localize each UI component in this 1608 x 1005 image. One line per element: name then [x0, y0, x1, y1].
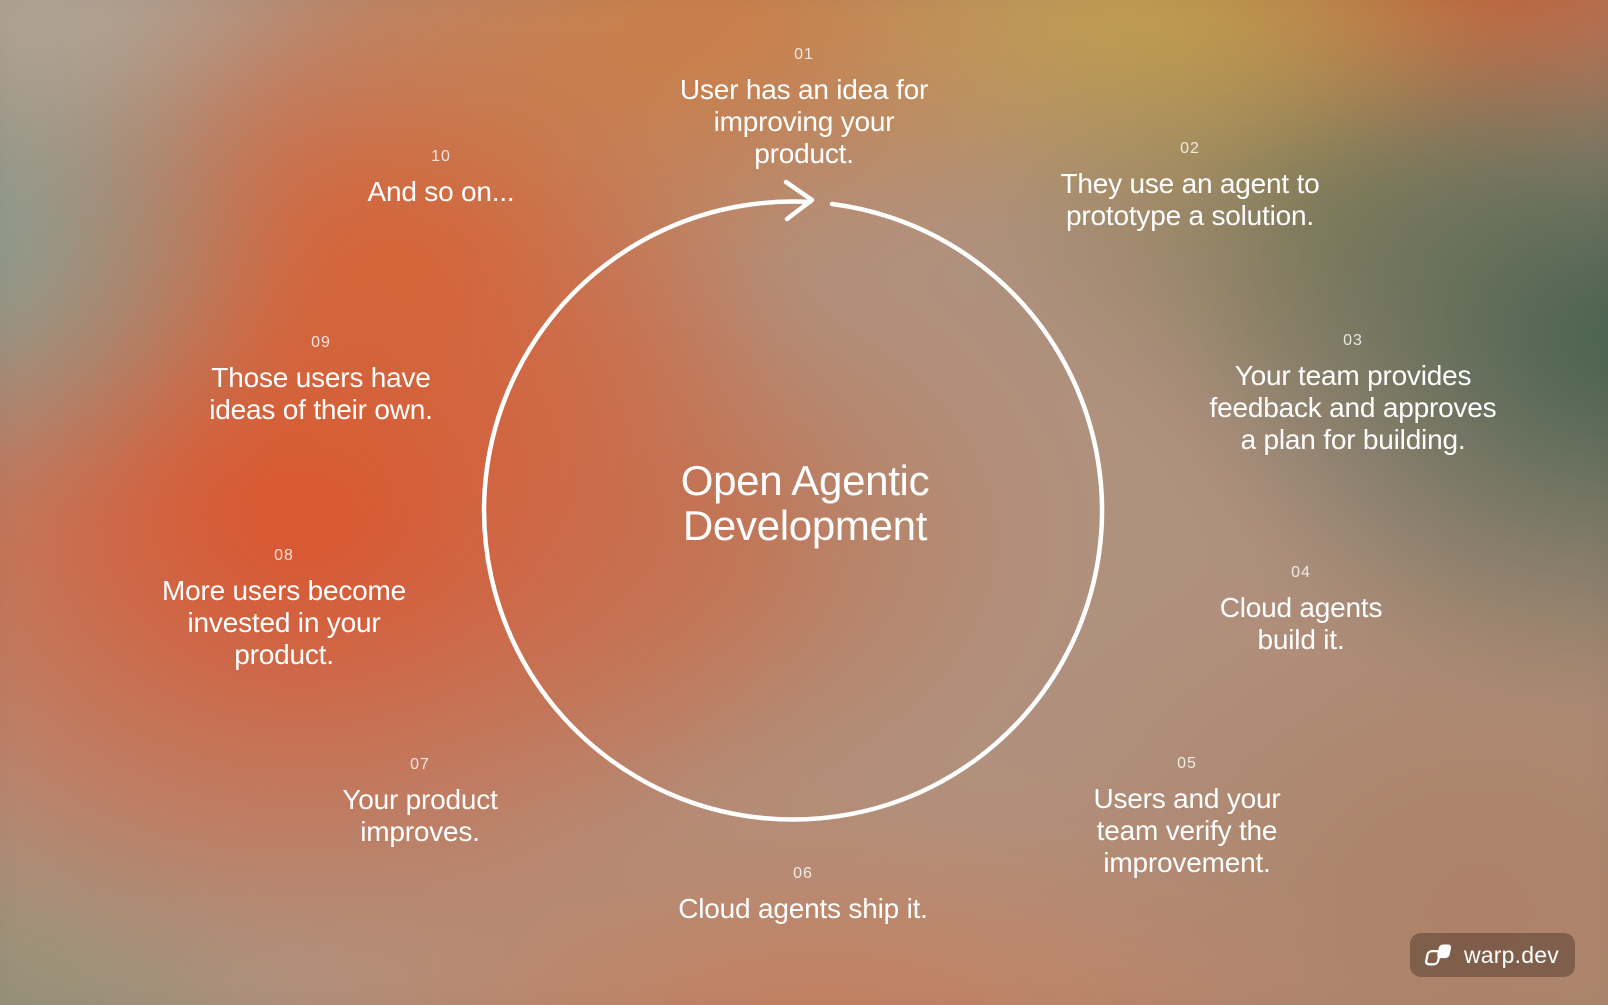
warp-badge[interactable]: warp.dev [1410, 933, 1575, 977]
step-text: Cloud agents ship it. [678, 893, 928, 924]
step-04: 04 Cloud agents build it. [1220, 565, 1383, 656]
step-number: 03 [1343, 332, 1363, 349]
step-number: 04 [1291, 564, 1311, 581]
step-01: 01 User has an idea for improving your p… [680, 47, 928, 170]
step-text: Cloud agents build it. [1219, 592, 1383, 655]
step-number: 05 [1177, 755, 1197, 772]
step-text: And so on... [367, 176, 515, 207]
step-text: They use an agent to prototype a solutio… [1060, 168, 1320, 231]
cycle-arrow-icon [783, 179, 815, 222]
step-text: Users and your team verify the improveme… [1093, 783, 1281, 878]
step-09: 09 Those users have ideas of their own. [209, 334, 433, 426]
step-10: 10 And so on... [367, 149, 514, 208]
step-number: 01 [794, 46, 814, 63]
step-06: 06 Cloud agents ship it. [678, 866, 928, 925]
warp-logo-icon [1424, 943, 1452, 965]
step-number: 06 [793, 865, 813, 882]
step-07: 07 Your product improves. [342, 756, 498, 848]
step-number: 07 [410, 756, 430, 773]
step-number: 02 [1180, 140, 1200, 157]
step-text: Your team provides feedback and approves… [1209, 360, 1497, 455]
step-text: User has an idea for improving your prod… [679, 74, 929, 169]
step-08: 08 More users become invested in your pr… [162, 548, 406, 671]
step-number: 09 [311, 334, 331, 351]
step-text: Those users have ideas of their own. [209, 362, 433, 425]
step-03: 03 Your team provides feedback and appro… [1210, 333, 1497, 456]
warp-badge-label: warp.dev [1464, 941, 1559, 968]
diagram-title: Open Agentic Development [680, 457, 930, 549]
step-text: Your product improves. [342, 784, 498, 847]
cycle-arc [481, 199, 1105, 822]
step-02: 02 They use an agent to prototype a solu… [1060, 141, 1319, 232]
step-number: 08 [274, 547, 294, 564]
step-number: 10 [431, 148, 451, 165]
step-05: 05 Users and your team verify the improv… [1093, 756, 1280, 879]
step-text: More users become invested in your produ… [161, 575, 407, 670]
